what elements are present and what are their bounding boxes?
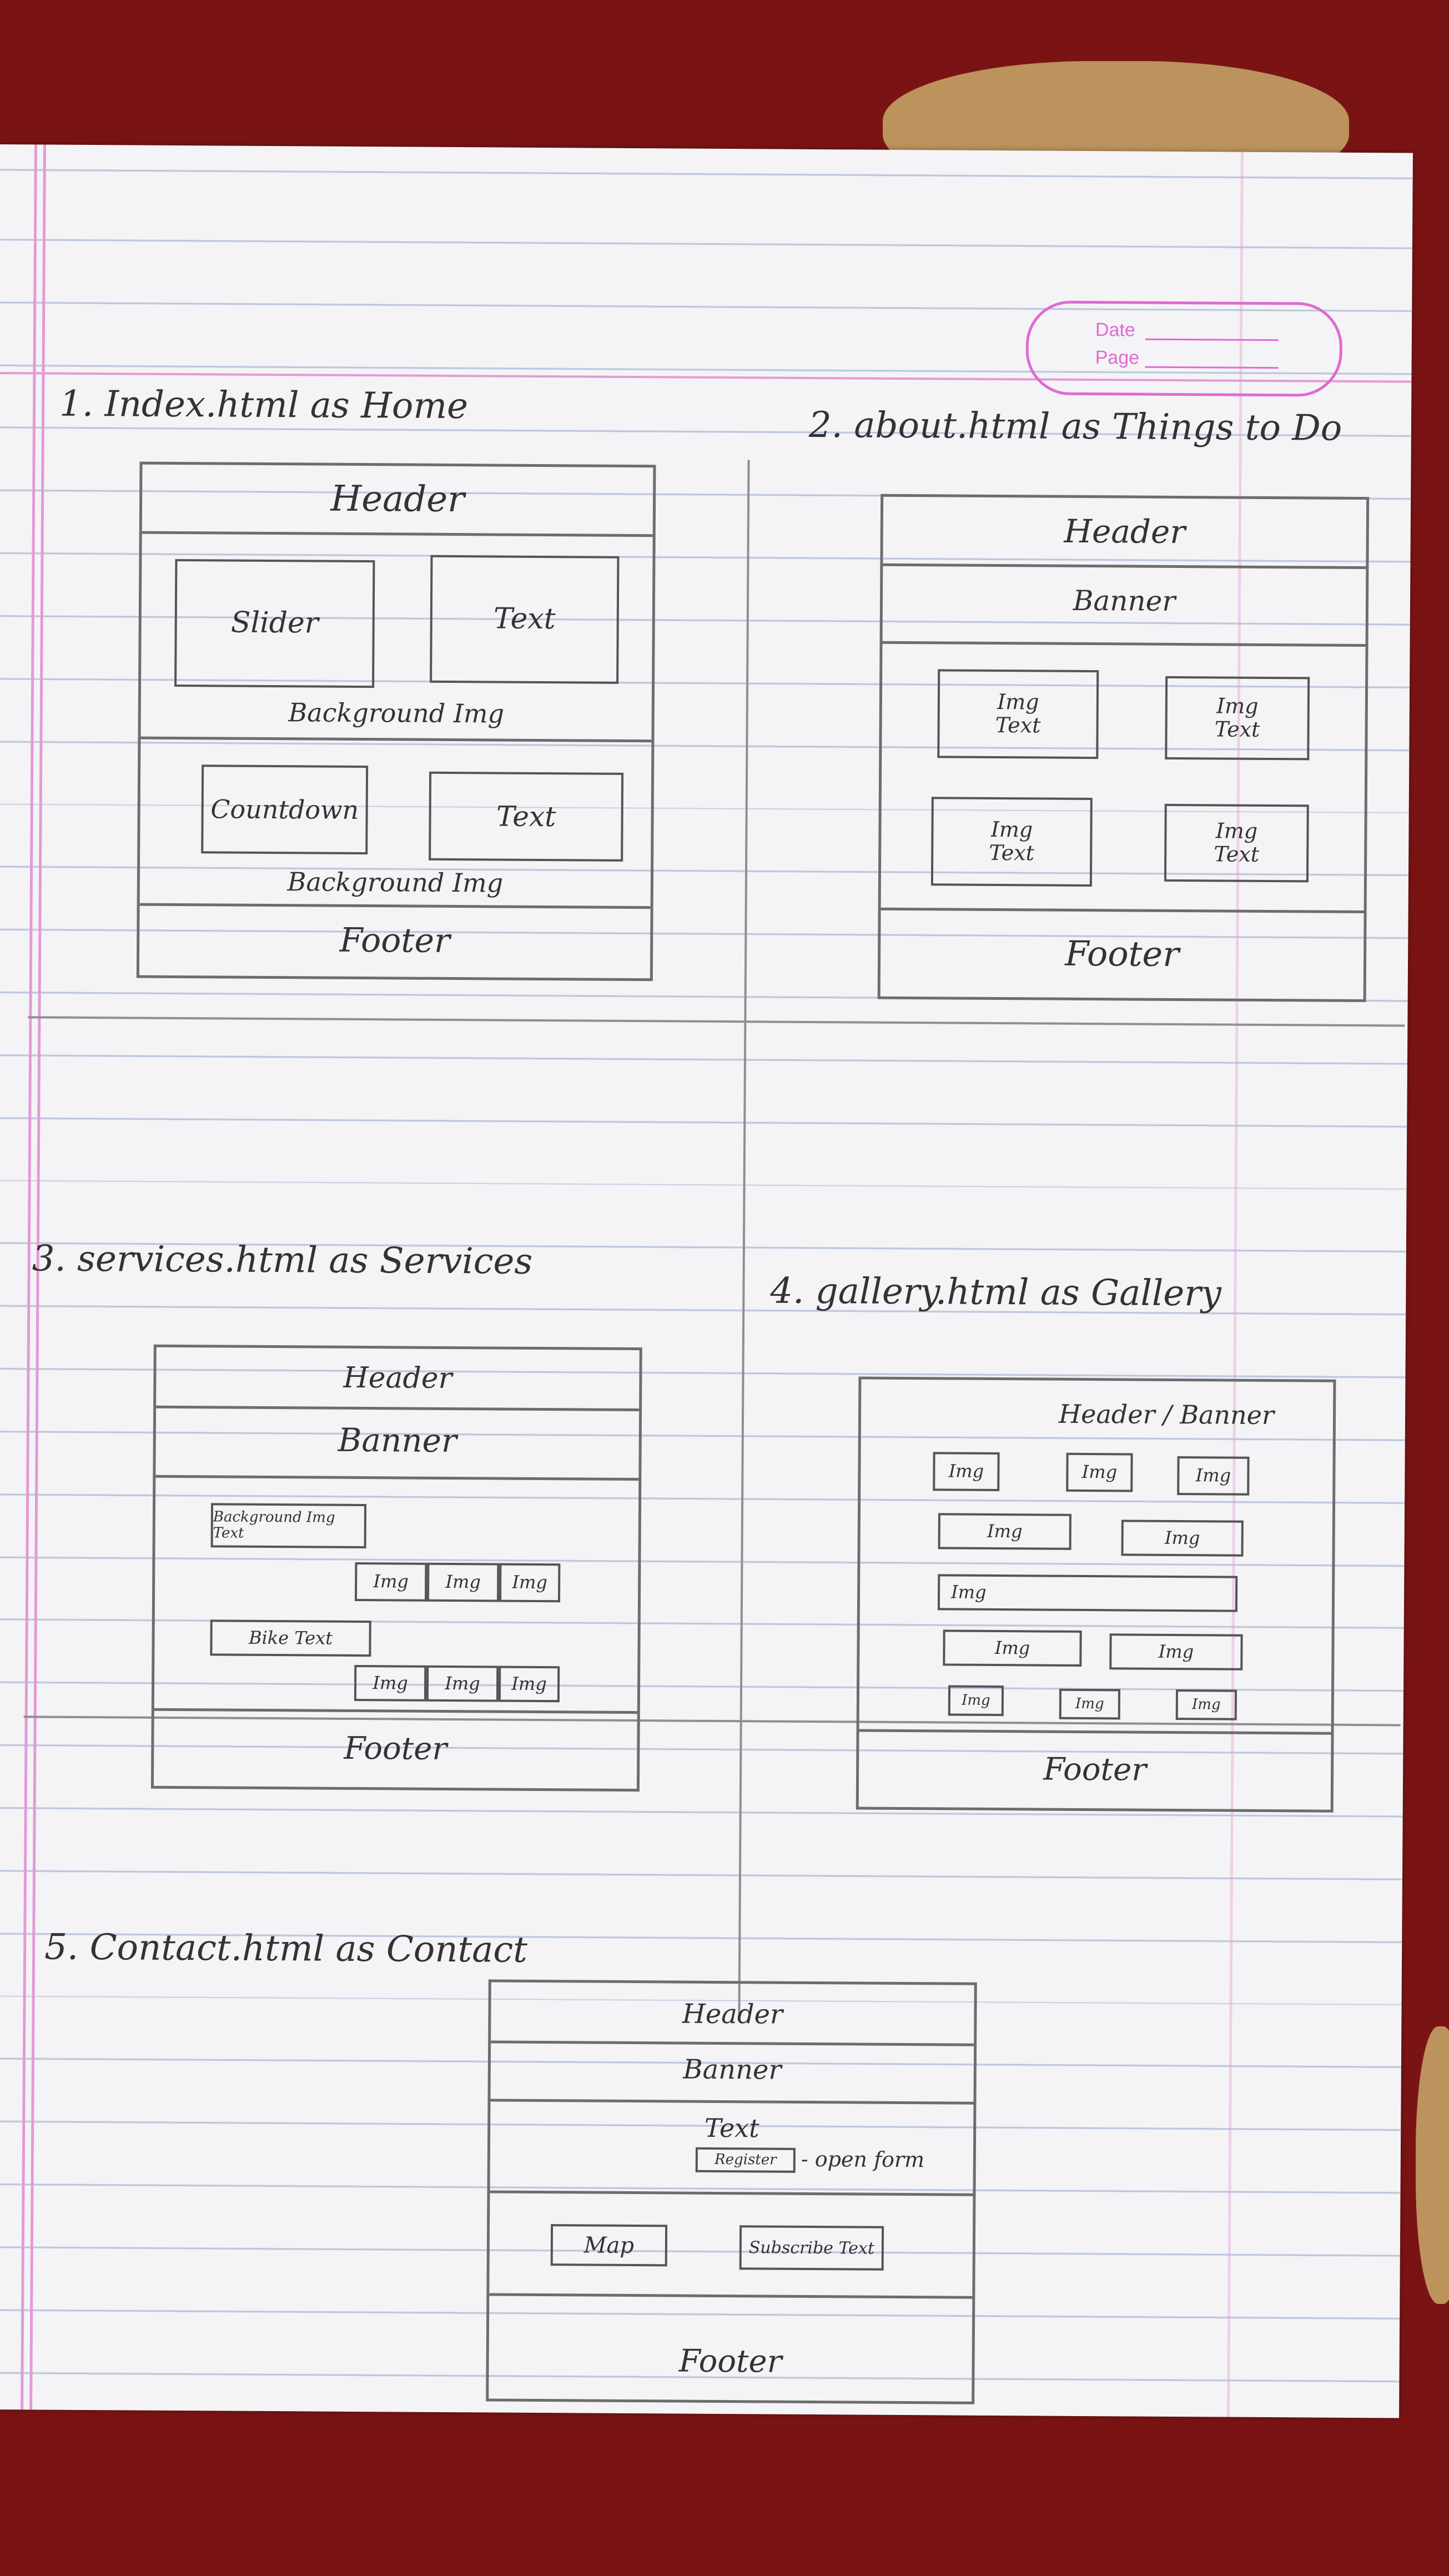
gallery-img: Img	[943, 1629, 1082, 1667]
notebook-page: Date Page 1. Index.html as Home Header S…	[0, 144, 1413, 2418]
section-title-about: 2. about.html as Things to Do	[808, 404, 1342, 449]
contact-text: Text	[704, 2112, 759, 2144]
column-divider	[738, 460, 750, 2015]
gallery-img: Img	[1109, 1633, 1243, 1671]
services-footer: Footer	[344, 1730, 447, 1767]
date-page-stamp: Date Page	[1025, 300, 1343, 397]
about-banner: Banner	[1073, 584, 1176, 617]
gallery-header-banner: Header / Banner	[1058, 1398, 1275, 1431]
section-title-gallery: 4. gallery.html as Gallery	[770, 1270, 1222, 1315]
services-bike-text: Bike Text	[210, 1619, 371, 1657]
register-note: - open form	[801, 2146, 925, 2172]
page-label: Page	[1095, 347, 1140, 369]
contact-header: Header	[682, 1998, 783, 2030]
gallery-img: Img	[1175, 1689, 1237, 1720]
gallery-footer: Footer	[1043, 1751, 1147, 1788]
gallery-img: Img	[938, 1513, 1071, 1550]
section-title-services: 3. services.html as Services	[32, 1238, 533, 1282]
gallery-img: Img	[948, 1685, 1004, 1717]
about-footer: Footer	[1065, 933, 1180, 974]
home-footer: Footer	[339, 920, 450, 960]
home-text-1: Text	[430, 555, 620, 684]
services-img: Img	[426, 1562, 500, 1602]
home-countdown: Countdown	[201, 764, 369, 855]
date-label: Date	[1095, 319, 1135, 341]
gallery-img: Img	[1059, 1688, 1121, 1720]
home-wireframe: Header Slider Text Background Img Countd…	[136, 461, 656, 982]
gallery-img: Img	[1177, 1456, 1250, 1496]
register-button[interactable]: Register	[695, 2147, 796, 2173]
contact-footer: Footer	[678, 2343, 782, 2380]
services-banner: Banner	[338, 1421, 457, 1460]
gallery-img: Img	[1066, 1452, 1133, 1492]
home-text-2: Text	[429, 771, 624, 862]
services-header: Header	[343, 1361, 452, 1395]
services-img: Img	[354, 1562, 427, 1602]
contact-subscribe: Subscribe Text	[739, 2225, 884, 2271]
row-divider	[28, 1016, 1405, 1027]
services-img: Img	[426, 1665, 499, 1702]
gallery-wireframe: Header / Banner Img Img Img Img Img Img …	[856, 1376, 1336, 1813]
services-wireframe: Header Banner Background Img Text Img Im…	[150, 1344, 642, 1792]
contact-banner: Banner	[683, 2054, 782, 2086]
contact-wireframe: Header Banner Text Register - open form …	[486, 1979, 977, 2404]
gallery-img: Img	[937, 1574, 1238, 1612]
services-img: Img	[498, 1666, 560, 1703]
services-background-text: Background Img Text	[210, 1503, 367, 1549]
services-img: Img	[354, 1664, 427, 1702]
home-background-img-2: Background Img	[287, 867, 504, 898]
carpet-pattern	[1416, 2026, 1449, 2304]
section-title-home: 1. Index.html as Home	[59, 383, 469, 427]
home-header: Header	[330, 478, 465, 521]
gallery-img: Img	[933, 1452, 1000, 1492]
right-margin-line	[1227, 152, 1244, 2417]
contact-map: Map	[550, 2224, 668, 2267]
services-img: Img	[499, 1563, 561, 1603]
section-title-contact: 5. Contact.html as Contact	[44, 1926, 528, 1971]
about-header: Header	[1064, 512, 1186, 551]
home-slider: Slider	[174, 559, 375, 688]
home-background-img-1: Background Img	[288, 697, 505, 729]
gallery-img: Img	[1121, 1520, 1244, 1557]
